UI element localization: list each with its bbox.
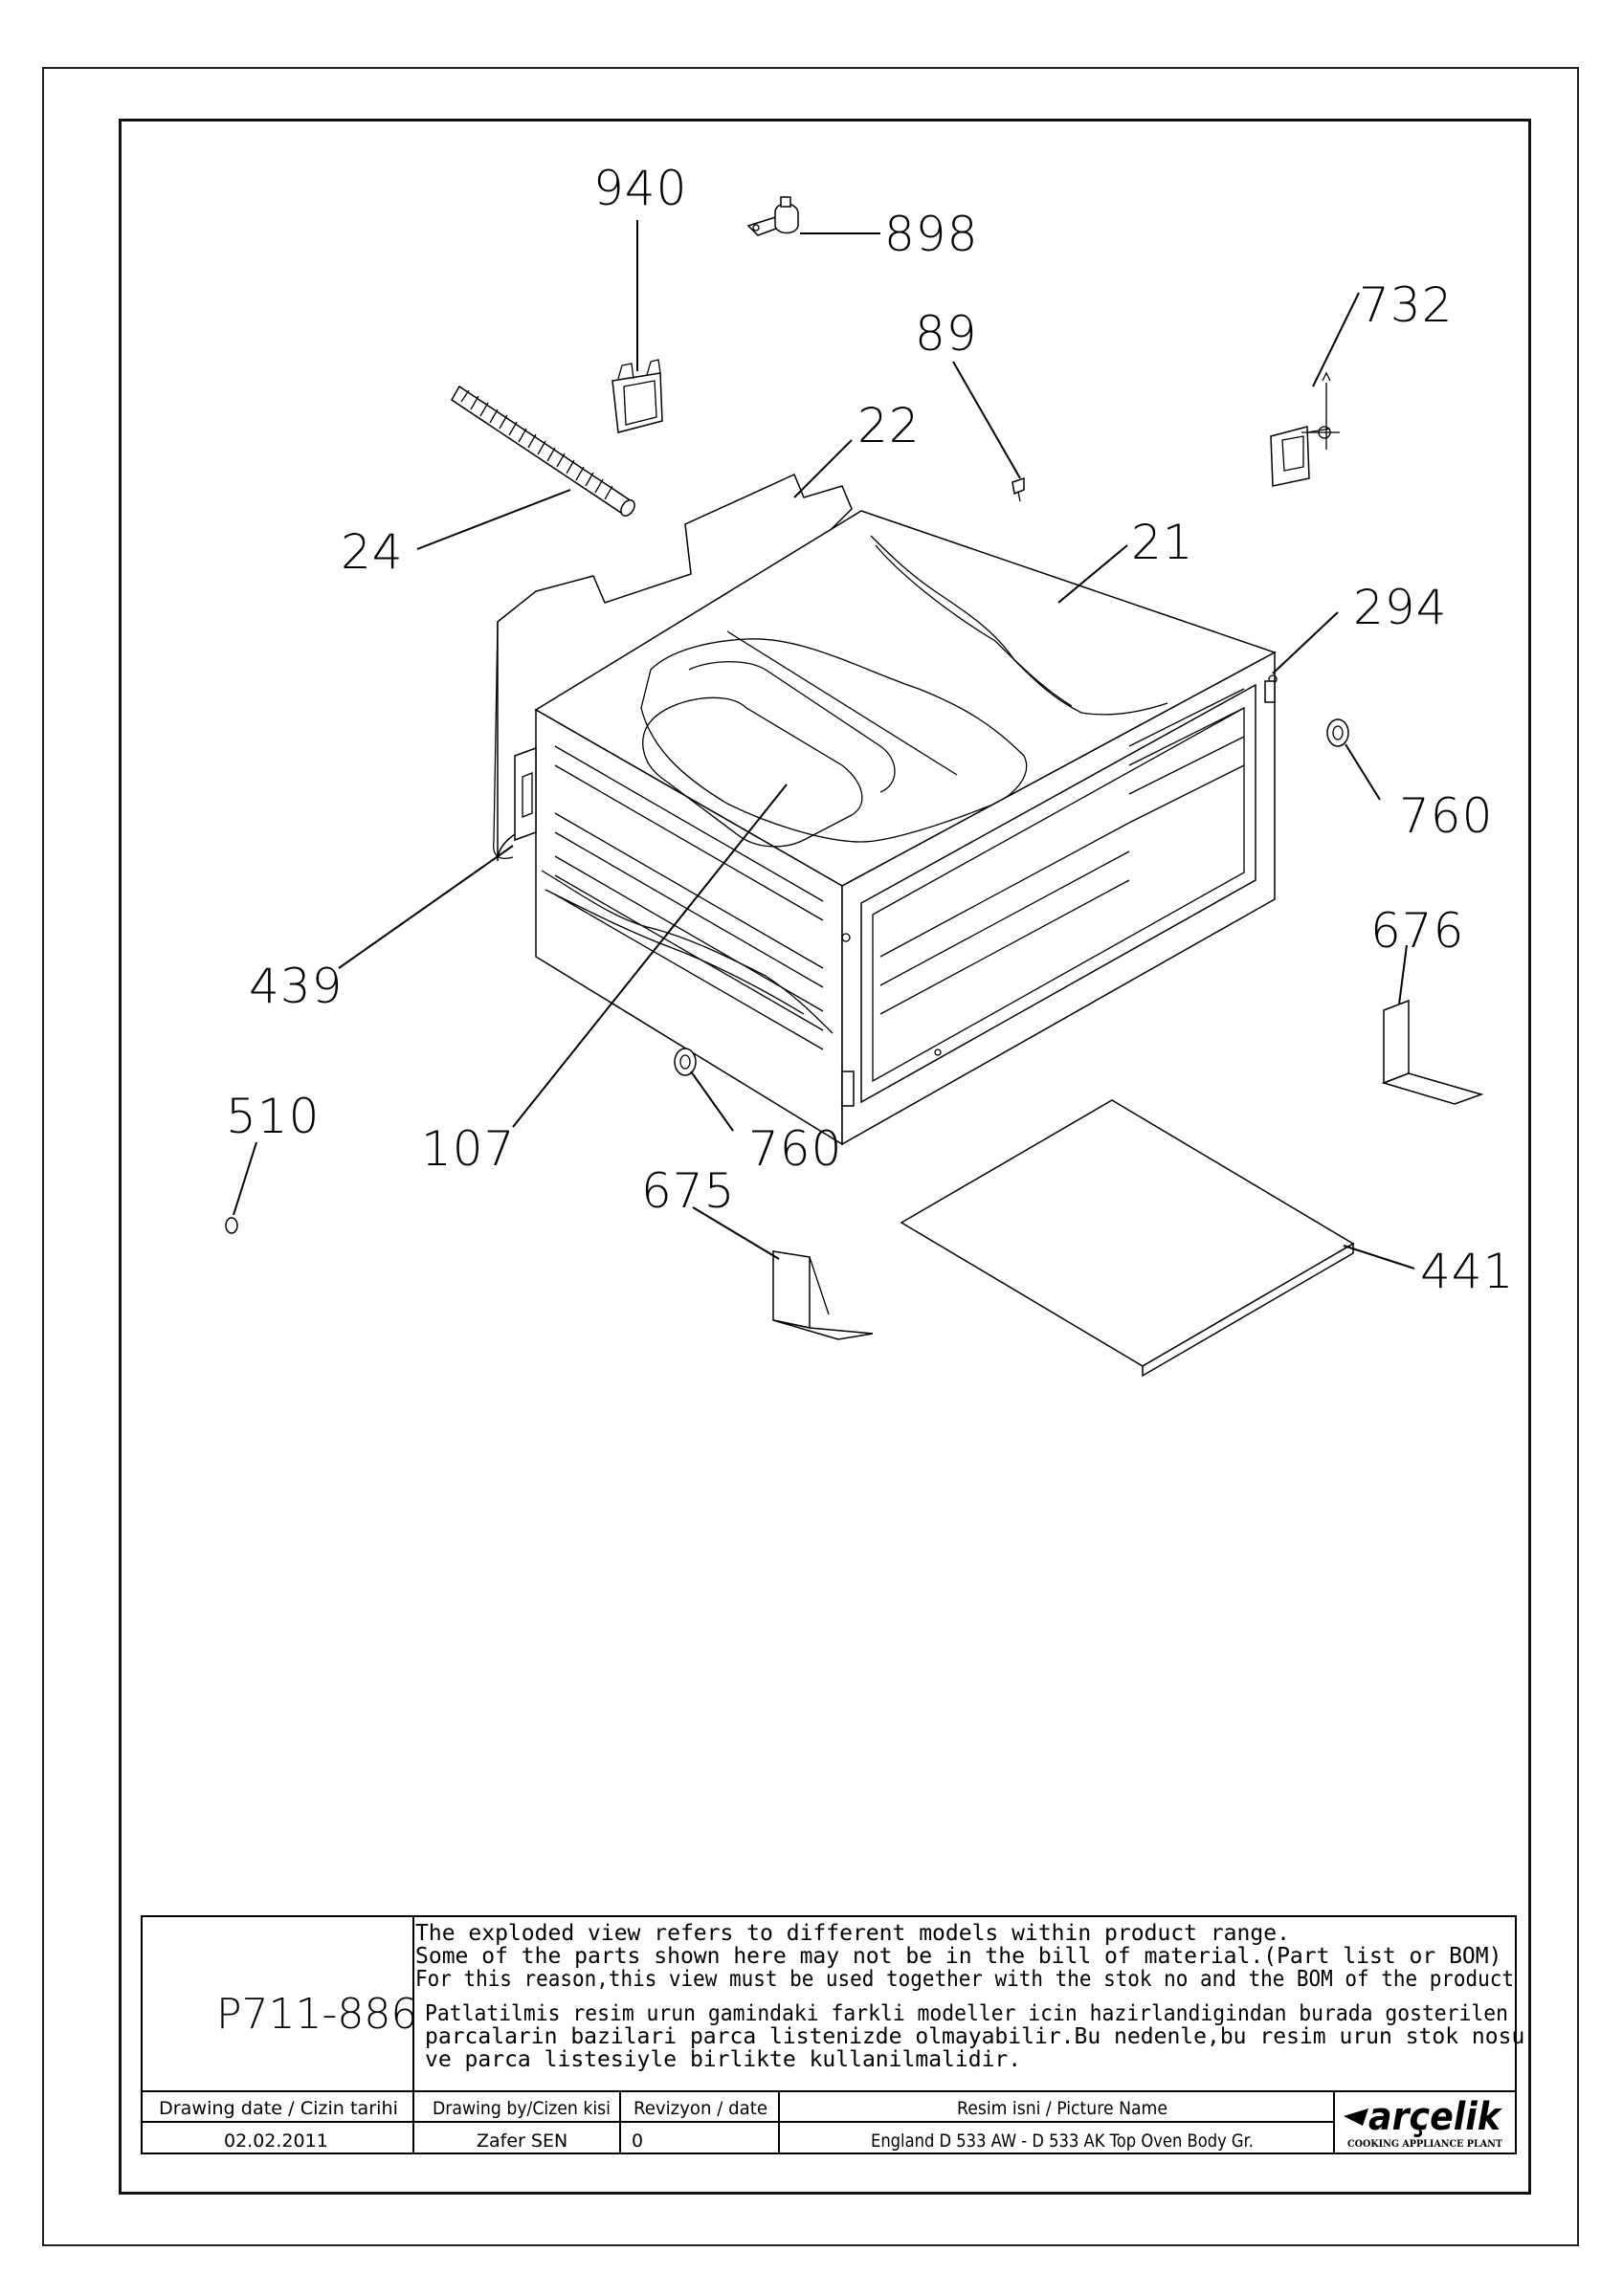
callout-898: 898 — [884, 207, 978, 262]
callout-22: 22 — [857, 398, 921, 453]
part-732-bracket — [1270, 371, 1340, 487]
callout-21: 21 — [1131, 515, 1194, 570]
part-760-grommet-right — [1326, 718, 1349, 747]
callout-441: 441 — [1420, 1244, 1514, 1299]
brand-name: arçelik — [1368, 2095, 1502, 2139]
leader-lines — [233, 220, 1415, 1269]
part-676-bracket — [1381, 999, 1484, 1105]
part-294-hook — [1264, 680, 1276, 703]
part-21-oven-body — [534, 510, 1278, 1146]
callout-760-right: 760 — [1399, 788, 1493, 844]
callout-510: 510 — [226, 1089, 320, 1144]
title-block — [141, 1915, 1517, 2154]
callout-760-left: 760 — [748, 1121, 842, 1177]
notice-tr-line-2: parcalarin bazilari parca listenizde olm… — [425, 2024, 1524, 2049]
notice-en-line-3: For this reason,this view must be used t… — [415, 1967, 1514, 1992]
value-picture-name: England D 533 AW - D 533 AK Top Oven Bod… — [871, 2130, 1254, 2152]
part-898-thermostat — [746, 196, 799, 236]
value-revision: 0 — [632, 2130, 643, 2152]
arcelik-logo: arçelik COOKING APPLIANCE PLANT — [1344, 2095, 1503, 2150]
arcelik-logo-mark — [1344, 2108, 1368, 2126]
header-revision: Revizyon / date — [634, 2098, 767, 2119]
part-510-nut — [225, 1217, 238, 1234]
callout-940: 940 — [593, 161, 687, 216]
callout-439: 439 — [249, 959, 343, 1014]
notice-tr-line-1: Patlatilmis resim urun gamindaki farkli … — [425, 2001, 1508, 2026]
brand-subtitle: COOKING APPLIANCE PLANT — [1347, 2139, 1503, 2150]
callout-24: 24 — [341, 524, 404, 580]
callout-107: 107 — [421, 1121, 515, 1177]
drawing-number: P711-886 — [216, 1990, 417, 2039]
notice-en-line-2: Some of the parts shown here may not be … — [415, 1944, 1501, 1969]
part-89-screw — [1012, 476, 1025, 502]
callout-676: 676 — [1370, 903, 1464, 959]
header-drawing-by: Drawing by/Cizen kisi — [433, 2098, 611, 2119]
callout-732: 732 — [1359, 277, 1453, 333]
value-drawing-by: Zafer SEN — [477, 2130, 567, 2152]
part-441-bottom-panel — [900, 1099, 1355, 1378]
part-675-bracket — [772, 1250, 874, 1340]
value-drawing-date: 02.02.2011 — [224, 2130, 328, 2152]
notice-en-line-1: The exploded view refers to different mo… — [415, 1921, 1290, 1946]
notice-tr-line-3: ve parca listesiyle birlikte kullanilmal… — [425, 2047, 1021, 2072]
part-439-side-bracket — [514, 746, 537, 842]
callout-675: 675 — [641, 1163, 735, 1219]
outer-frame — [42, 67, 1579, 2246]
header-picture-name: Resim isni / Picture Name — [957, 2098, 1167, 2119]
part-24-rod — [451, 385, 635, 517]
callout-294: 294 — [1353, 580, 1447, 635]
part-940-clip — [611, 359, 663, 433]
part-760-grommet-left — [674, 1048, 697, 1076]
callout-89: 89 — [915, 306, 978, 362]
header-drawing-date: Drawing date / Cizin tarihi — [159, 2098, 398, 2119]
inner-frame — [119, 119, 1531, 2195]
